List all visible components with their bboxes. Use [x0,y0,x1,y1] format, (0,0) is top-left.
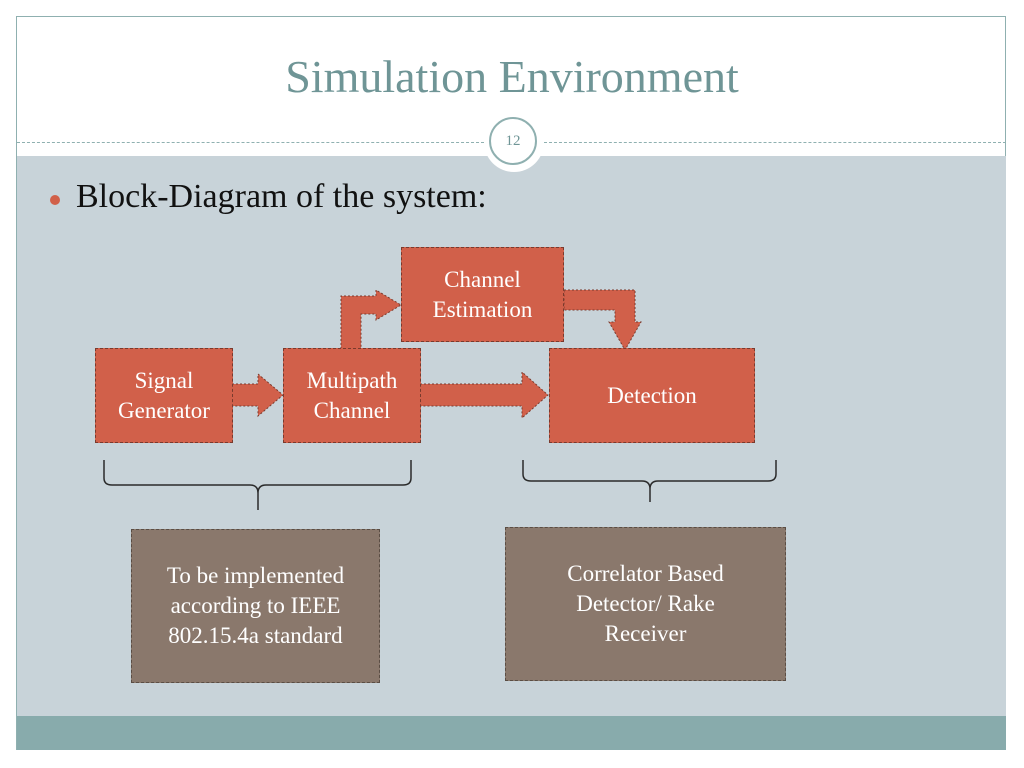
detection-block: Detection [549,348,755,443]
channel-estimation-block: Channel Estimation [401,247,564,342]
right-brace [522,460,777,502]
channel-estimation-label: Channel Estimation [432,266,533,322]
signal-generator-label: Signal Generator [118,367,210,423]
multipath-channel-block: Multipath Channel [283,348,421,443]
ieee-standard-note: To be implemented according to IEEE 802.… [131,529,380,683]
title-divider-left [17,142,484,143]
bullet-text: Block-Diagram of the system: [76,178,487,215]
title-divider-right [544,142,1006,143]
rake-receiver-note: Correlator Based Detector/ Rake Receiver [505,527,786,681]
arrow-multipath-to-detection [419,370,549,420]
arrow-estimation-to-detection [563,289,642,352]
rake-receiver-note-text: Correlator Based Detector/ Rake Receiver [567,561,724,646]
arrow-multipath-to-estimation [340,289,402,350]
ieee-standard-note-text: To be implemented according to IEEE 802.… [166,563,345,648]
signal-generator-block: Signal Generator [95,348,233,443]
footer-bar [17,716,1006,750]
left-brace [103,460,412,510]
multipath-channel-label: Multipath Channel [306,367,398,423]
arrow-signal-to-multipath [231,372,284,418]
bullet-icon [50,195,60,205]
page-number: 12 [489,117,537,165]
detection-label: Detection [607,382,697,408]
slide-title: Simulation Environment [285,51,739,102]
